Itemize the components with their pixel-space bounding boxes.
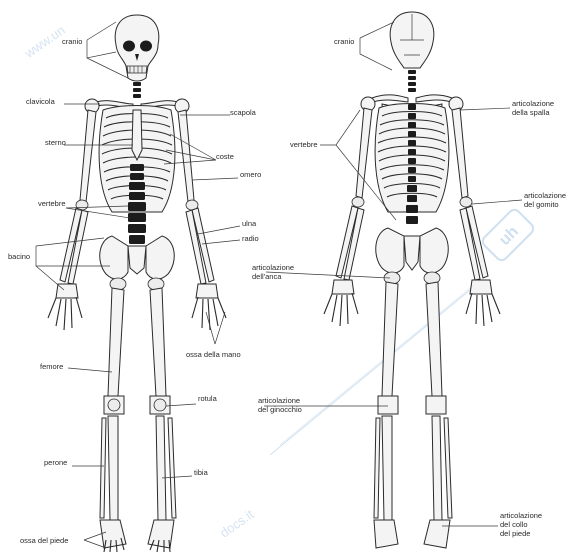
back-feet (374, 520, 450, 548)
back-skeleton (324, 12, 500, 548)
label-articolazione-collo-piede: articolazione del collo del piede (500, 511, 542, 538)
label-ossa-piede: ossa del piede (20, 536, 68, 545)
front-lumbar-spine (128, 164, 146, 244)
back-skull (390, 12, 434, 68)
front-leg-left (100, 288, 124, 520)
front-pelvis (100, 236, 175, 290)
label-cranio-front: cranio (62, 37, 82, 46)
label-scapola: scapola (230, 108, 256, 117)
label-femore: femore (40, 362, 63, 371)
back-spine (408, 70, 416, 92)
watermark-logo: uh (480, 207, 535, 262)
label-articolazione-gomito: articolazione del gomito (524, 191, 566, 209)
front-cervical-spine (133, 82, 141, 98)
label-articolazione-spalla: articolazione della spalla (512, 99, 554, 117)
label-radio: radio (242, 234, 259, 243)
label-vertebre-back: vertebre (290, 140, 318, 149)
label-rotula: rotula (198, 394, 217, 403)
label-articolazione-ginocchio: articolazione del ginocchio (258, 396, 302, 414)
front-feet (100, 520, 174, 552)
label-tibia: tibia (194, 468, 208, 477)
back-rib-cage (375, 104, 449, 225)
label-articolazione-anca: articolazione dell'anca (252, 263, 294, 281)
label-clavicola: clavicola (26, 97, 55, 106)
front-leg-right (150, 288, 176, 520)
front-arm-right (178, 110, 214, 284)
back-pelvis (376, 228, 449, 284)
label-bacino: bacino (8, 252, 30, 261)
label-sterno: sterno (45, 138, 66, 147)
label-cranio-back: cranio (334, 37, 354, 46)
label-ossa-mano: ossa della mano (186, 350, 241, 359)
front-hand-left (48, 284, 82, 330)
label-vertebre-front: vertebre (38, 199, 66, 208)
label-ulna: ulna (242, 219, 256, 228)
back-hands (324, 280, 500, 326)
label-coste: coste (216, 152, 234, 161)
label-perone: perone (44, 458, 67, 467)
back-legs (374, 282, 452, 520)
label-omero: omero (240, 170, 261, 179)
front-skull (115, 15, 159, 81)
front-arm-left (60, 110, 96, 284)
